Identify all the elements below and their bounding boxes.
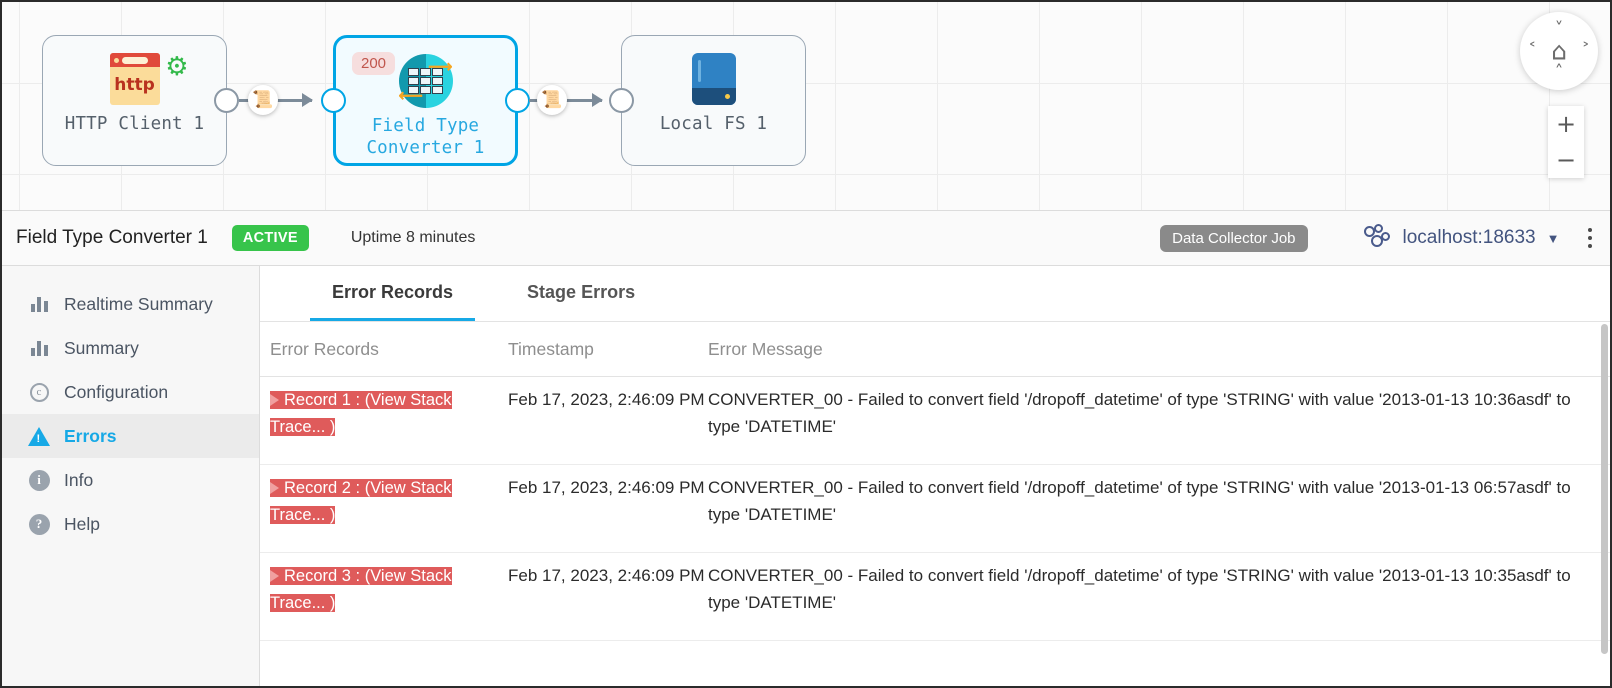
record-timestamp: Feb 17, 2023, 2:46:09 PM (508, 390, 705, 409)
record-link-label: Record 2 : (View Stack Trace... ) (270, 479, 452, 524)
record-error-message: CONVERTER_00 - Failed to convert field '… (708, 566, 1571, 612)
monitor-body: Realtime Summary Summary c Configuration… (2, 266, 1610, 686)
chevron-right-icon[interactable]: ˃ (1581, 40, 1591, 61)
output-port[interactable] (505, 88, 530, 113)
http-client-icon: http ⚙ (85, 51, 189, 107)
stage-label: HTTP Client 1 (64, 114, 205, 134)
record-error-message: CONVERTER_00 - Failed to convert field '… (708, 390, 1571, 436)
home-icon[interactable]: ⌂ (1551, 36, 1567, 66)
data-collector-icon (1362, 224, 1392, 252)
chevron-left-icon[interactable]: ˂ (1528, 40, 1537, 61)
monitor-sidebar: Realtime Summary Summary c Configuration… (2, 266, 260, 686)
canvas-nav-control[interactable]: ⌂ ˅ ˄ ˂ ˃ (1520, 12, 1598, 90)
table-row: Record 1 : (View Stack Trace... ) Feb 17… (260, 377, 1610, 465)
info-icon: i (28, 469, 50, 491)
sidebar-item-label: Errors (64, 425, 117, 446)
more-options-icon[interactable] (1587, 227, 1592, 249)
warning-triangle-icon: ! (28, 425, 50, 447)
sidebar-item-label: Realtime Summary (64, 293, 213, 314)
sidebar-item-label: Configuration (64, 381, 169, 402)
sidebar-item-label: Info (64, 469, 94, 490)
record-preview-icon[interactable]: 📜 (248, 85, 278, 115)
record-error-message: CONVERTER_00 - Failed to convert field '… (708, 478, 1571, 524)
expand-triangle-icon (270, 394, 279, 406)
configuration-icon: c (28, 381, 50, 403)
tab-error-records[interactable]: Error Records (310, 266, 476, 321)
table-header: Error Records Timestamp Error Message (260, 322, 1610, 377)
error-count-badge[interactable]: 200 (352, 52, 396, 75)
column-header-error-message: Error Message (708, 338, 823, 359)
sidebar-item-label: Summary (64, 337, 139, 358)
input-port[interactable] (609, 88, 634, 113)
host-selector[interactable]: localhost:18633 ▼ (1362, 224, 1560, 252)
pipeline-stage-field-type-converter[interactable]: 200 ⟶ ⟵ (333, 35, 518, 166)
table-row: Record 2 : (View Stack Trace... ) Feb 17… (260, 465, 1610, 553)
sidebar-item-help[interactable]: ? Help (2, 502, 259, 546)
pipeline-canvas[interactable]: http ⚙ HTTP Client 1 📜 200 (2, 2, 1610, 210)
help-icon: ? (28, 513, 50, 535)
chevron-up-icon[interactable]: ˅ (1554, 19, 1564, 39)
connector-arrow (592, 93, 603, 107)
chevron-down-icon[interactable]: ▼ (1546, 230, 1560, 246)
zoom-controls[interactable]: + − (1548, 106, 1584, 178)
errors-panel: Error Records Stage Errors Error Records… (260, 266, 1610, 686)
bar-chart-icon (28, 293, 50, 315)
record-expand-link[interactable]: Record 2 : (View Stack Trace... ) (270, 479, 452, 524)
record-expand-link[interactable]: Record 3 : (View Stack Trace... ) (270, 567, 452, 612)
stage-label: Local FS 1 (659, 114, 768, 134)
column-header-error-records: Error Records (270, 338, 379, 359)
sidebar-item-info[interactable]: i Info (2, 458, 259, 502)
job-type-chip: Data Collector Job (1160, 224, 1308, 252)
record-preview-icon[interactable]: 📜 (537, 85, 567, 115)
rotate-arrow-icon: ⟶ (428, 57, 453, 76)
chevron-down-icon[interactable]: ˄ (1554, 62, 1564, 82)
uptime-text: Uptime 8 minutes (350, 229, 476, 246)
pipeline-stage-local-fs[interactable]: Local FS 1 (621, 35, 806, 166)
expand-triangle-icon (270, 570, 279, 582)
sidebar-item-label: Help (64, 513, 100, 534)
local-fs-icon (664, 51, 764, 107)
scrollbar-thumb[interactable] (1601, 324, 1608, 654)
vertical-scrollbar[interactable] (1601, 266, 1608, 686)
record-link-label: Record 3 : (View Stack Trace... ) (270, 567, 452, 612)
tab-stage-errors[interactable]: Stage Errors (527, 281, 636, 302)
sidebar-item-summary[interactable]: Summary (2, 326, 259, 370)
table-row: Record 3 : (View Stack Trace... ) Feb 17… (260, 553, 1610, 641)
page-title: Field Type Converter 1 (16, 227, 208, 248)
pipeline-stage-http-client[interactable]: http ⚙ HTTP Client 1 (42, 35, 227, 166)
record-timestamp: Feb 17, 2023, 2:46:09 PM (508, 566, 705, 585)
sidebar-item-realtime-summary[interactable]: Realtime Summary (2, 282, 259, 326)
error-tabs: Error Records Stage Errors (260, 266, 1610, 322)
zoom-out-button[interactable]: − (1555, 146, 1577, 174)
sidebar-item-configuration[interactable]: c Configuration (2, 370, 259, 414)
connector-arrow (302, 93, 313, 107)
record-timestamp: Feb 17, 2023, 2:46:09 PM (508, 478, 705, 497)
bar-chart-icon (28, 337, 50, 359)
rotate-arrow-icon: ⟵ (398, 86, 423, 105)
expand-triangle-icon (270, 482, 279, 494)
record-link-label: Record 1 : (View Stack Trace... ) (270, 391, 452, 436)
field-type-converter-icon: ⟶ ⟵ (376, 53, 476, 109)
status-badge: ACTIVE (231, 225, 309, 251)
host-label: localhost:18633 (1402, 227, 1536, 248)
gear-icon: ⚙ (165, 51, 189, 81)
output-port[interactable] (214, 88, 239, 113)
stage-status-bar: Field Type Converter 1 ACTIVE Uptime 8 m… (2, 210, 1610, 266)
input-port[interactable] (321, 88, 346, 113)
record-expand-link[interactable]: Record 1 : (View Stack Trace... ) (270, 391, 452, 436)
column-header-timestamp: Timestamp (508, 338, 594, 359)
zoom-in-button[interactable]: + (1555, 110, 1577, 138)
sidebar-item-errors[interactable]: ! Errors (2, 414, 259, 458)
